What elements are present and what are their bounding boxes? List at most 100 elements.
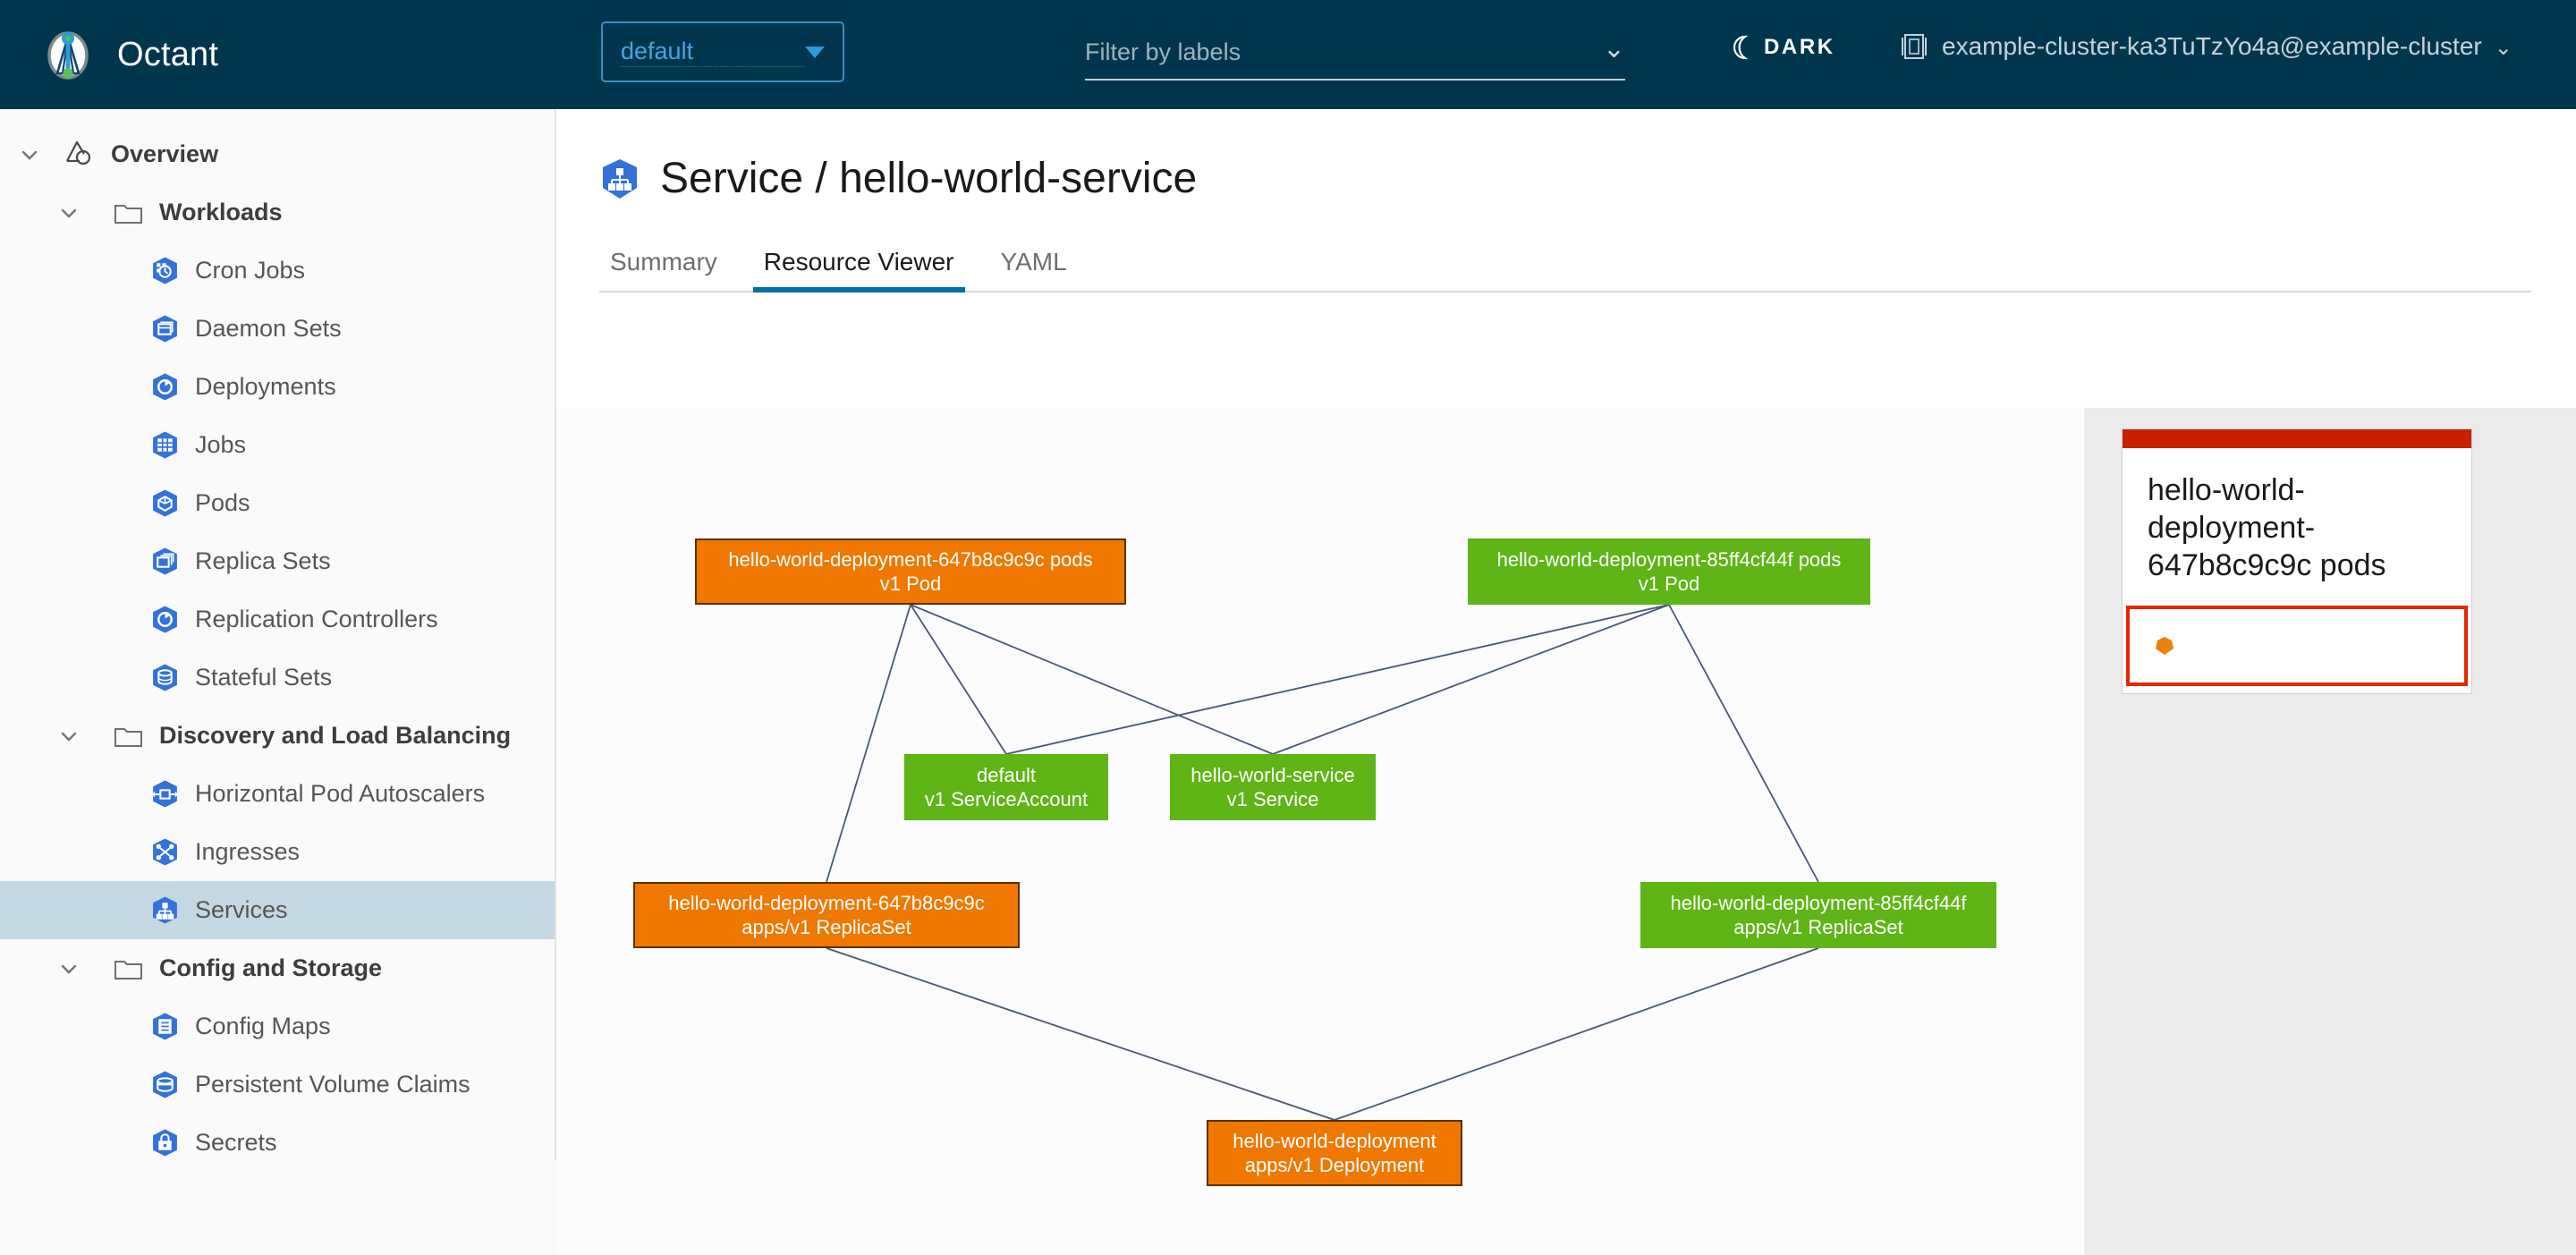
detail-card-status-box[interactable] bbox=[2126, 606, 2468, 687]
sidebar-item-ingresses[interactable]: Ingresses bbox=[0, 823, 555, 881]
sidebar-item-replication-controllers[interactable]: Replication Controllers bbox=[0, 590, 555, 649]
namespace-value: default bbox=[621, 38, 805, 67]
namespace-select[interactable]: default bbox=[601, 21, 844, 82]
cluster-container-icon bbox=[1901, 32, 1928, 61]
app-header: Octant default Filter by labels ⌄ DARK e… bbox=[0, 0, 2576, 109]
chevron-down-icon[interactable] bbox=[16, 141, 43, 168]
page-title: Service / hello-world-service bbox=[660, 155, 1198, 202]
folder-icon bbox=[114, 725, 142, 748]
graph-node-kind: v1 Pod bbox=[1638, 572, 1700, 595]
chevron-down-icon[interactable]: ⌄ bbox=[1602, 34, 1625, 64]
tab-bar[interactable]: Summary Resource Viewer YAML bbox=[599, 241, 2531, 293]
sidebar-item-workloads[interactable]: Workloads bbox=[0, 183, 555, 242]
graph-node-name: hello-world-deployment-85ff4cf44f bbox=[1670, 891, 1967, 914]
graph-edge bbox=[826, 947, 1335, 1121]
pvc-icon bbox=[150, 1070, 180, 1099]
sidebar-item-label: Replication Controllers bbox=[195, 606, 438, 632]
tab-resource-viewer[interactable]: Resource Viewer bbox=[752, 248, 965, 293]
theme-toggle[interactable]: DARK bbox=[1726, 34, 1835, 61]
sidebar-item-label: Config and Storage bbox=[159, 954, 382, 981]
sidebar-item-secrets[interactable]: Secrets bbox=[0, 1114, 555, 1160]
triangle-down-icon bbox=[805, 46, 825, 58]
graph-edge bbox=[1334, 947, 1819, 1121]
sidebar-item-label: Workloads bbox=[159, 199, 283, 225]
chevron-down-icon[interactable] bbox=[55, 723, 82, 750]
sidebar-item-config-and-storage[interactable]: Config and Storage bbox=[0, 939, 555, 997]
chevron-down-icon[interactable] bbox=[55, 199, 82, 226]
detail-card-accent-bar bbox=[2123, 429, 2471, 448]
sidebar-item-label: Pods bbox=[195, 489, 250, 516]
sidebar-item-overview[interactable]: Overview bbox=[0, 125, 555, 183]
octant-sextant-logo-icon bbox=[40, 27, 96, 82]
sidebar-item-config-maps[interactable]: Config Maps bbox=[0, 997, 555, 1056]
graph-edge bbox=[1005, 604, 1670, 755]
sidebar-item-jobs[interactable]: Jobs bbox=[0, 416, 555, 474]
graph-edge bbox=[1272, 604, 1670, 755]
statefulset-icon bbox=[150, 663, 180, 692]
sidebar-item-persistent-volume-claims[interactable]: Persistent Volume Claims bbox=[0, 1056, 555, 1114]
sidebar-item-label: Config Maps bbox=[195, 1013, 331, 1039]
tab-yaml[interactable]: YAML bbox=[1000, 248, 1067, 276]
chevron-down-icon[interactable] bbox=[55, 955, 82, 982]
graph-edge bbox=[910, 604, 1007, 755]
folder-icon bbox=[114, 201, 142, 225]
cronjob-icon bbox=[150, 256, 180, 285]
label-filter-placeholder: Filter by labels bbox=[1085, 38, 1241, 65]
graph-edge bbox=[910, 604, 1274, 755]
page-title-row: Service / hello-world-service bbox=[599, 154, 2576, 203]
graph-node-name: hello-world-deployment-85ff4cf44f pods bbox=[1496, 547, 1842, 571]
graph-node-kind: v1 ServiceAccount bbox=[924, 788, 1089, 810]
detail-panel: hello-world-deployment-647b8c9c9c pods bbox=[2082, 408, 2576, 1255]
brand-name: Octant bbox=[117, 35, 219, 73]
graph-node-name: default bbox=[976, 763, 1037, 786]
sidebar-item-pods[interactable]: Pods bbox=[0, 474, 555, 532]
graph-node-kind: v1 Pod bbox=[879, 572, 942, 595]
cluster-select[interactable]: example-cluster-ka3TuTzYo4a@example-clus… bbox=[1901, 32, 2512, 61]
pod-icon bbox=[150, 488, 180, 518]
hpa-icon bbox=[150, 779, 180, 809]
graph-node-name: hello-world-service bbox=[1191, 763, 1355, 786]
graph-node-name: hello-world-deployment bbox=[1233, 1129, 1436, 1152]
theme-toggle-label: DARK bbox=[1764, 35, 1835, 59]
graph-node-name: hello-world-deployment-647b8c9c9c bbox=[668, 891, 985, 914]
brand[interactable]: Octant bbox=[40, 27, 218, 82]
sidebar-item-services[interactable]: Services bbox=[0, 881, 555, 939]
graph-node-kind: apps/v1 Deployment bbox=[1244, 1154, 1425, 1176]
sidebar-item-label: Services bbox=[195, 896, 288, 923]
sidebar-item-label: Replica Sets bbox=[195, 547, 331, 574]
sidebar-item-label: Persistent Volume Claims bbox=[195, 1071, 470, 1098]
sidebar-item-discovery-and-load-balancing[interactable]: Discovery and Load Balancing bbox=[0, 707, 555, 765]
sidebar-item-label: Discovery and Load Balancing bbox=[159, 722, 512, 749]
service-icon bbox=[150, 895, 180, 925]
sidebar-item-deployments[interactable]: Deployments bbox=[0, 358, 555, 416]
detail-card[interactable]: hello-world-deployment-647b8c9c9c pods bbox=[2122, 428, 2472, 695]
secret-icon bbox=[150, 1128, 180, 1157]
replicaset-icon bbox=[150, 547, 180, 576]
ingress-icon bbox=[150, 837, 180, 867]
sidebar-item-horizontal-pod-autoscalers[interactable]: Horizontal Pod Autoscalers bbox=[0, 765, 555, 823]
sidebar-item-replica-sets[interactable]: Replica Sets bbox=[0, 532, 555, 590]
sidebar-item-label: Cron Jobs bbox=[195, 257, 306, 284]
panel-divider bbox=[2082, 408, 2084, 1255]
tab-summary[interactable]: Summary bbox=[610, 248, 717, 276]
sidebar-item-stateful-sets[interactable]: Stateful Sets bbox=[0, 649, 555, 707]
resource-viewer: hello-world-deployment-647b8c9c9c pods v1… bbox=[556, 408, 2576, 1255]
sidebar-item-label: Stateful Sets bbox=[195, 664, 333, 691]
sidebar-item-label: Ingresses bbox=[195, 838, 301, 865]
sidebar-item-label: Deployments bbox=[195, 373, 336, 400]
sidebar-item-label: Daemon Sets bbox=[195, 315, 342, 342]
label-filter-input[interactable]: Filter by labels ⌄ bbox=[1085, 25, 1625, 81]
sidebar-item-daemon-sets[interactable]: Daemon Sets bbox=[0, 300, 555, 358]
pod-status-orange-icon bbox=[2155, 636, 2174, 656]
sidebar-item-cron-jobs[interactable]: Cron Jobs bbox=[0, 242, 555, 300]
replicationcontroller-icon bbox=[150, 605, 180, 634]
